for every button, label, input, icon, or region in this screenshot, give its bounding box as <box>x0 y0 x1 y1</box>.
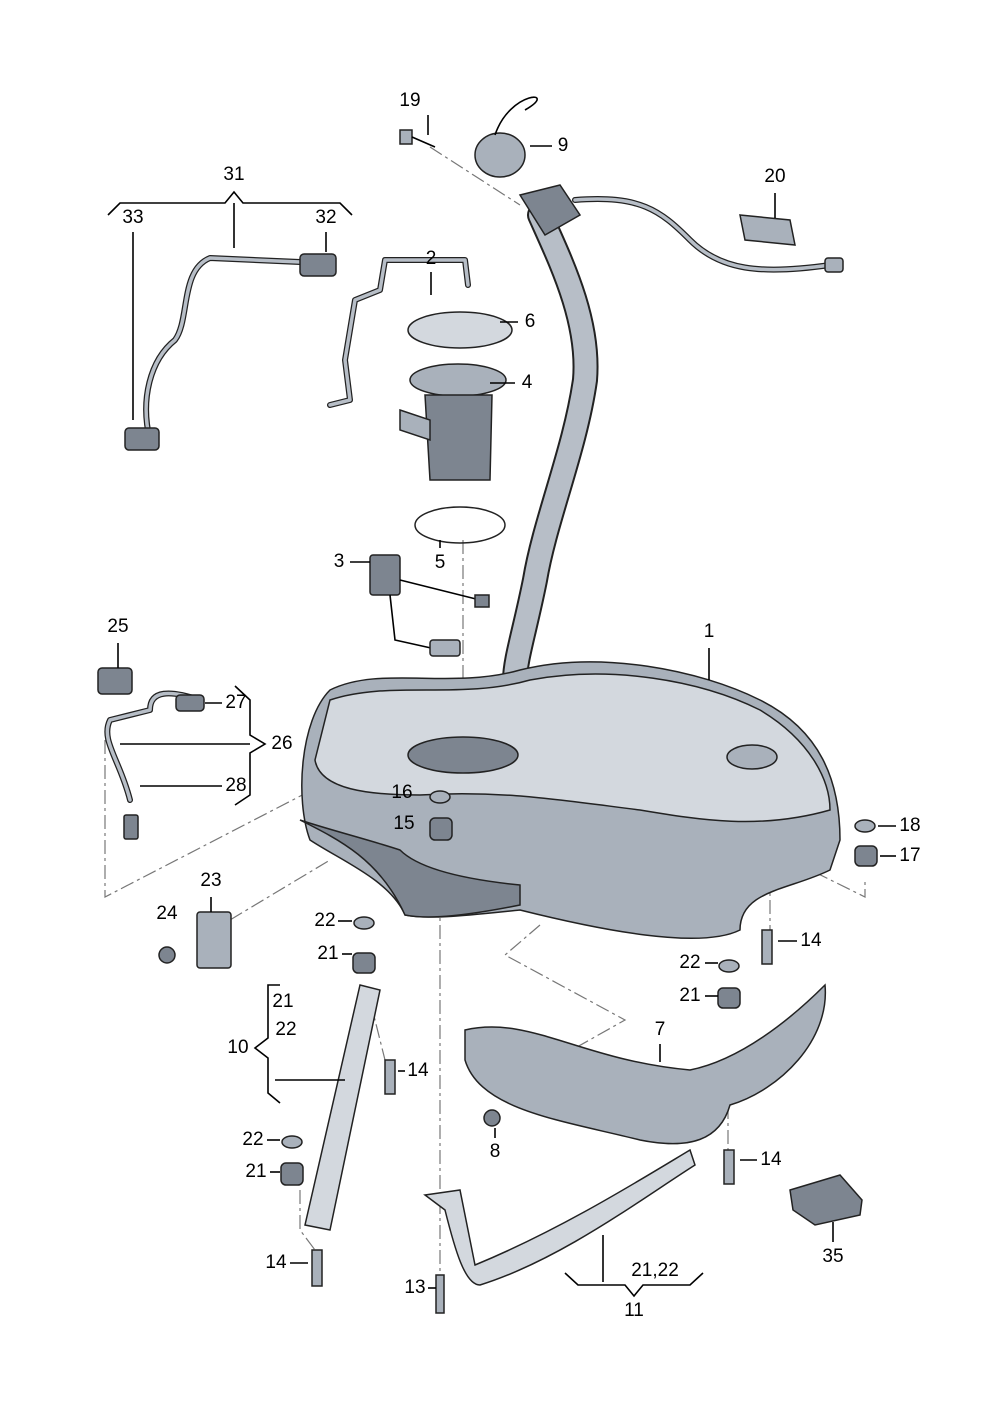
callout-14: 14 <box>407 1060 429 1081</box>
callout-24: 24 <box>156 903 178 924</box>
callout-14: 14 <box>265 1252 287 1273</box>
fuel-pump-4 <box>399 363 507 481</box>
callout-18: 18 <box>899 815 920 836</box>
callout-25: 25 <box>107 616 128 637</box>
callout-2: 2 <box>426 248 437 269</box>
bolt-19 <box>399 129 436 148</box>
callout-3: 3 <box>334 551 345 572</box>
callout-14: 14 <box>760 1149 782 1170</box>
callout-20: 20 <box>764 166 785 187</box>
tank-strap-10 <box>304 984 381 1231</box>
bracket-20 <box>739 214 796 246</box>
callout-26: 26 <box>271 733 292 754</box>
fuel-tank-1 <box>299 661 841 940</box>
callout-5: 5 <box>435 552 446 573</box>
callout-labels: 19 9 31 33 32 20 2 6 4 5 3 1 25 27 26 28… <box>107 90 920 1321</box>
small-hardware <box>158 790 878 1314</box>
callout-9: 9 <box>558 135 569 156</box>
filler-neck-pipe <box>502 184 844 693</box>
callout-21: 21 <box>245 1161 266 1182</box>
callout-15: 15 <box>393 813 414 834</box>
callout-4: 4 <box>522 372 533 393</box>
callout-33: 33 <box>122 207 143 228</box>
callout-21: 21 <box>679 985 700 1006</box>
callout-17: 17 <box>899 845 920 866</box>
callout-8: 8 <box>490 1141 501 1162</box>
callout-22: 22 <box>679 952 700 973</box>
callout-13: 13 <box>404 1277 425 1298</box>
callout-1: 1 <box>704 621 715 642</box>
fuel-line-2 <box>327 257 471 408</box>
callout-19: 19 <box>399 90 420 111</box>
callout-23: 23 <box>200 870 221 891</box>
callout-22: 22 <box>242 1129 263 1150</box>
filler-cap <box>474 96 538 178</box>
callout-21: 21 <box>317 943 338 964</box>
callout-14: 14 <box>800 930 822 951</box>
control-unit-35 <box>789 1174 863 1226</box>
callout-21-22: 21,22 <box>631 1260 679 1281</box>
callout-22: 22 <box>275 1019 296 1040</box>
callout-11: 11 <box>624 1300 644 1321</box>
callout-22: 22 <box>314 910 335 931</box>
wiring-harness-31 <box>124 253 337 451</box>
fuel-sender-3 <box>369 554 490 657</box>
callout-10: 10 <box>227 1037 248 1058</box>
callout-31: 31 <box>223 164 244 185</box>
heat-shield-7 <box>464 983 826 1145</box>
callout-16: 16 <box>391 782 412 803</box>
callout-35: 35 <box>822 1246 843 1267</box>
callout-27: 27 <box>225 692 246 713</box>
leader-lines <box>107 115 896 1298</box>
callout-21: 21 <box>272 991 293 1012</box>
tank-strap-11 <box>423 1148 696 1286</box>
callout-32: 32 <box>315 207 336 228</box>
seal-6 <box>407 311 513 349</box>
callout-6: 6 <box>525 311 536 332</box>
ring-5 <box>414 506 506 544</box>
wiring-harness-26 <box>97 667 205 840</box>
callout-7: 7 <box>655 1019 666 1040</box>
callout-28: 28 <box>225 775 246 796</box>
